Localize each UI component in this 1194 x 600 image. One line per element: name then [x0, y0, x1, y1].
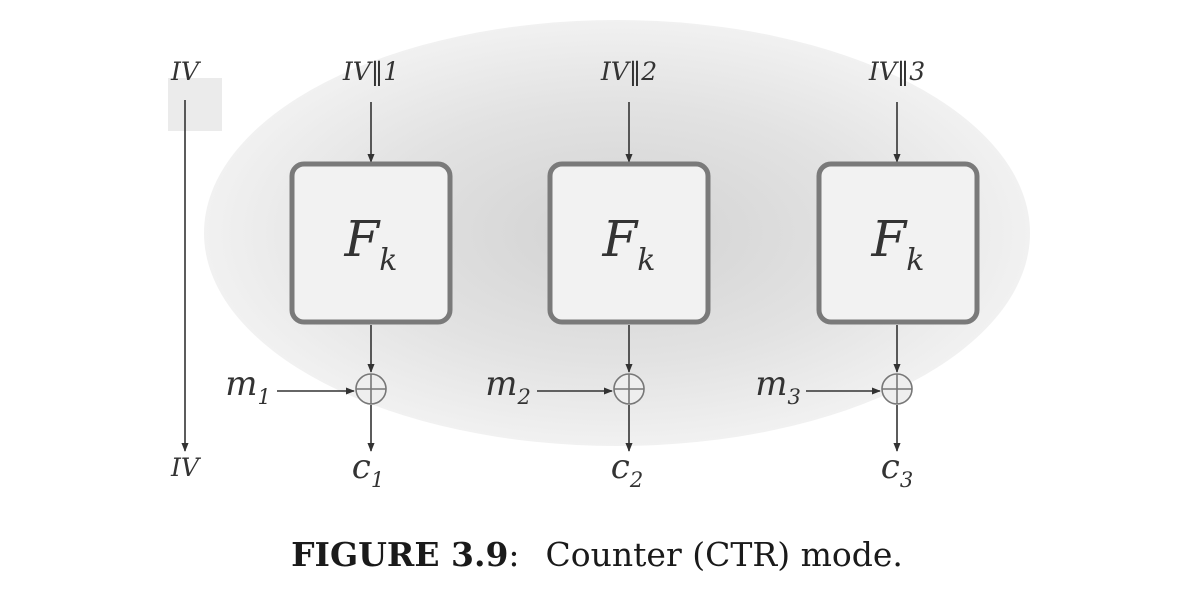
ciphertext-label: c2	[611, 447, 643, 492]
counter-input-label: IV‖2	[600, 57, 657, 87]
counter-input-label: IV‖3	[868, 57, 925, 87]
prf-box	[547, 161, 711, 325]
prf-box	[816, 161, 980, 325]
iv-top-label: IV	[170, 57, 202, 86]
message-label: m2	[485, 364, 531, 409]
prf-box	[289, 161, 453, 325]
xor-icon	[355, 373, 387, 405]
iv-highlight	[168, 78, 222, 131]
message-label: m1	[225, 364, 271, 409]
counter-input-label: IV‖1	[342, 57, 399, 87]
xor-icon	[613, 373, 645, 405]
figure-caption: FIGURE 3.9: Counter (CTR) mode.	[0, 535, 1194, 574]
caption-text: Counter (CTR) mode.	[545, 535, 903, 574]
ctr-block-2: IV‖2 Fk m2 c2	[485, 57, 711, 492]
caption-separator: :	[508, 535, 520, 574]
prf-label: Fk	[871, 210, 925, 278]
caption-label: FIGURE 3.9	[291, 535, 509, 574]
ctr-block-1: IV‖1 Fk m1 c1	[225, 57, 453, 492]
xor-icon	[881, 373, 913, 405]
prf-label: Fk	[602, 210, 656, 278]
ciphertext-label: c1	[352, 447, 384, 492]
message-label: m3	[755, 364, 801, 409]
ctr-block-3: IV‖3 Fk m3 c3	[755, 57, 980, 492]
prf-label: Fk	[344, 210, 398, 278]
ciphertext-label: c3	[881, 447, 913, 492]
iv-bottom-label: IV	[170, 453, 202, 482]
